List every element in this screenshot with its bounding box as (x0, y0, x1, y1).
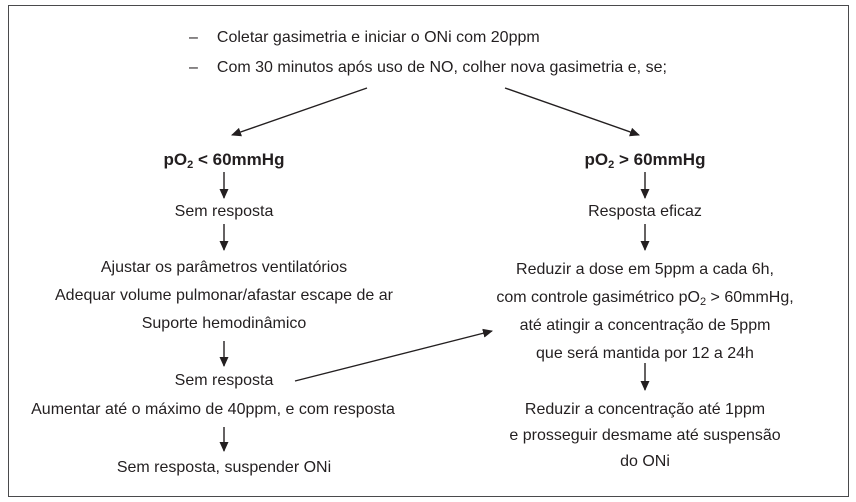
split-arrow-left (231, 87, 368, 137)
intro-bullet-2: – Com 30 minutos após uso de NO, colher … (189, 58, 667, 78)
left-header-condition: < 60mmHg (193, 150, 285, 169)
left-final-outcome: Sem resposta, suspender ONi (116, 459, 332, 476)
split-arrow-right (504, 87, 640, 137)
right-reduce-line-2-condition: > 60mmHg, (706, 289, 794, 306)
right-final-line-3: do ONi (620, 453, 670, 470)
cross-arrow-diagonal (294, 328, 493, 382)
right-reduce-line-3: até atingir a concentração de 5ppm (519, 317, 771, 334)
right-reduce-line-2-subscript: 2 (699, 296, 707, 308)
intro-bullet-2-text: Com 30 minutos após uso de NO, colher no… (216, 59, 667, 76)
left-action-2: Adequar volume pulmonar/afastar escape d… (55, 287, 393, 304)
left-actions-block: Ajustar os parâmetros ventilatórios Adeq… (55, 254, 393, 338)
bullet-dash: – (189, 29, 198, 46)
right-branch-header: pO2 > 60mmHg (585, 149, 706, 171)
right-reduce-line-1: Reduzir a dose em 5ppm a cada 6h, (516, 261, 774, 278)
intro-bullet-1: – Coletar gasimetria e iniciar o ONi com… (189, 28, 667, 48)
right-final-line-2: e prosseguir desmame até suspensão (509, 427, 781, 444)
right-effective-response: Resposta eficaz (588, 203, 702, 220)
right-final-block: Reduzir a concentração até 1ppm e prosse… (509, 397, 780, 475)
left-header-subscript: 2 (187, 159, 194, 171)
left-action-3: Suporte hemodinâmico (141, 315, 307, 332)
intro-bullet-list: – Coletar gasimetria e iniciar o ONi com… (189, 28, 667, 88)
left-branch-header: pO2 < 60mmHg (164, 149, 285, 171)
right-reduce-line-2: com controle gasimétrico pO2 > 60mmHg, (496, 284, 793, 312)
right-reduce-line-4: que será mantida por 12 a 24h (536, 345, 754, 362)
right-reduce-line-2-text: com controle gasimétrico pO (496, 289, 700, 306)
intro-bullet-1-text: Coletar gasimetria e iniciar o ONi com 2… (216, 29, 540, 46)
bullet-dash: – (189, 59, 198, 76)
left-no-response-2: Sem resposta (174, 372, 274, 389)
right-header-subscript: 2 (608, 159, 615, 171)
left-increase-dose: Aumentar até o máximo de 40ppm, e com re… (31, 401, 395, 418)
left-action-1: Ajustar os parâmetros ventilatórios (100, 259, 348, 276)
left-no-response-1: Sem resposta (174, 203, 274, 220)
right-final-line-1: Reduzir a concentração até 1ppm (524, 401, 766, 418)
right-reduce-block: Reduzir a dose em 5ppm a cada 6h, com co… (496, 256, 793, 368)
left-header-text: pO (163, 150, 188, 169)
right-header-text: pO (584, 150, 609, 169)
right-header-condition: > 60mmHg (614, 150, 706, 169)
